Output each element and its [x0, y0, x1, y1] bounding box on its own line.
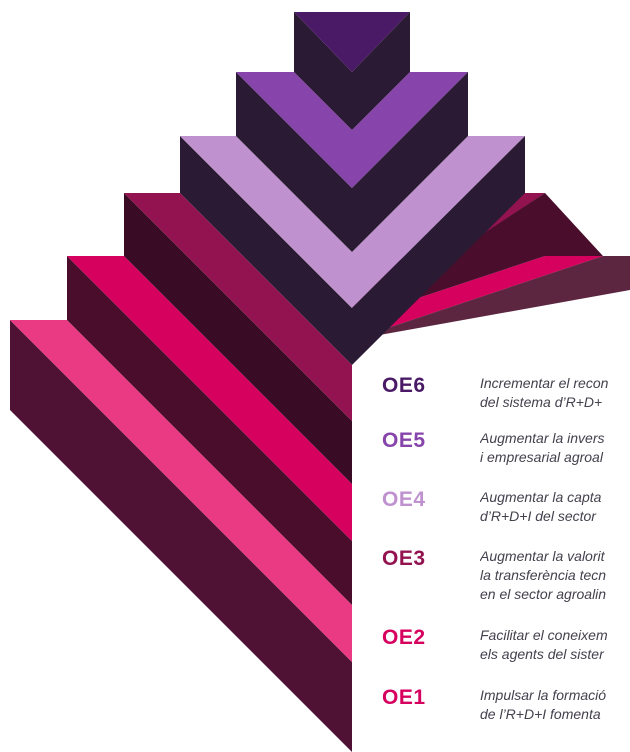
objective-code: OE3 [382, 547, 426, 570]
tier-5-right-side [352, 72, 468, 252]
objective-line: Incrementar el recon [480, 375, 609, 391]
tier-2-right-side [352, 256, 630, 340]
tier-4-right-side [352, 136, 525, 365]
objective-line: la transferència tecn [480, 567, 607, 583]
objective-code: OE5 [382, 429, 426, 452]
objective-code: OE1 [382, 686, 426, 709]
objectives-panel: OE6 Incrementar el recon del sistema d’R… [352, 322, 630, 752]
objective-oe4: OE4 Augmentar la capta d’R+D+I del secto… [352, 488, 630, 548]
objective-line: Facilitar el coneixem [480, 627, 608, 643]
tier-4-left-side [180, 136, 352, 365]
objective-oe3: OE3 Augmentar la valorit la transferènci… [352, 547, 630, 627]
objective-code: OE6 [382, 374, 426, 397]
objective-description: Impulsar la formació de l’R+D+I fomenta [480, 686, 630, 724]
objective-line: de l’R+D+I fomenta [480, 706, 601, 722]
tier-2-side [67, 256, 352, 605]
tier-2-top [67, 256, 352, 541]
objective-line: en el sector agroalin [480, 586, 607, 602]
objective-line: i empresarial agroal [480, 449, 603, 465]
objective-code: OE2 [382, 626, 426, 649]
objective-line: els agents del sister [480, 646, 604, 662]
objective-line: Impulsar la formació [480, 687, 607, 703]
objective-description: Augmentar la valorit la transferència te… [480, 547, 630, 604]
objective-oe5: OE5 Augmentar la invers i empresarial ag… [352, 429, 630, 489]
objective-line: Augmentar la valorit [480, 548, 605, 564]
objective-line: d’R+D+I del sector [480, 508, 596, 524]
objective-code: OE4 [382, 488, 426, 511]
tier-6-left-side [294, 12, 352, 130]
objective-oe1: OE1 Impulsar la formació de l’R+D+I fome… [352, 686, 630, 746]
objective-description: Incrementar el recon del sistema d’R+D+ [480, 374, 630, 412]
tier-4-top [180, 136, 525, 308]
tier-1-side [10, 320, 352, 752]
tier-5-left-side [236, 72, 352, 252]
objective-line: del sistema d’R+D+ [480, 394, 603, 410]
objective-oe2: OE2 Facilitar el coneixem els agents del… [352, 626, 630, 686]
tier-6-top [294, 12, 410, 72]
tier-6-right-side [352, 12, 410, 130]
objective-line: Augmentar la capta [480, 489, 602, 505]
objective-description: Augmentar la capta d’R+D+I del sector [480, 488, 630, 526]
objective-oe6: OE6 Incrementar el recon del sistema d’R… [352, 374, 630, 434]
tier-3-side [124, 193, 352, 484]
tier-1-top [10, 320, 352, 662]
tier-3-top [124, 193, 352, 421]
objective-description: Facilitar el coneixem els agents del sis… [480, 626, 630, 664]
objective-line: Augmentar la invers [480, 430, 605, 446]
objective-description: Augmentar la invers i empresarial agroal [480, 429, 630, 467]
